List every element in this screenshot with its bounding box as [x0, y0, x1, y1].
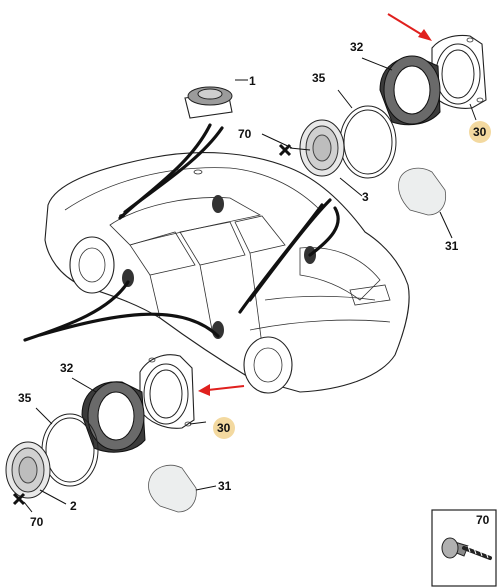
callout-1: 1	[249, 74, 256, 88]
screw-inset-box	[431, 509, 497, 587]
callout-3: 3	[362, 190, 369, 204]
callout-32-bottom: 32	[60, 361, 74, 375]
bracket-part-30-bottom	[139, 354, 195, 429]
ring-part-35-bottom	[41, 413, 99, 487]
highlight-dot-top	[469, 121, 491, 143]
screw-icon	[441, 537, 492, 560]
sheet-part-31-top	[398, 167, 447, 216]
cross-marker-icon	[12, 492, 26, 506]
callout-70-top: 70	[238, 127, 252, 141]
car-body	[44, 152, 410, 394]
lower-speaker-assembly	[5, 354, 217, 513]
red-arrow-top	[387, 13, 432, 41]
cross-marker-icon	[278, 143, 292, 157]
callout-2: 2	[70, 499, 77, 513]
bracket-part-30-top	[431, 34, 487, 109]
callout-35-top: 35	[312, 71, 326, 85]
highlight-dot-bottom	[213, 417, 235, 439]
callout-35-bottom: 35	[18, 391, 32, 405]
spacer-part-32-bottom	[81, 381, 146, 453]
red-arrow-bottom	[198, 384, 245, 396]
spacer-part-32-top	[379, 55, 441, 126]
cable-lines	[23, 123, 340, 342]
callout-30-top: 30	[473, 125, 487, 139]
upper-speaker-assembly	[261, 34, 487, 239]
speaker-part-3	[299, 119, 345, 177]
ring-part-35-top	[339, 105, 397, 179]
callout-30-bottom: 30	[217, 421, 231, 435]
tweeter-part-1	[184, 79, 248, 119]
callout-70-bottom: 70	[30, 515, 44, 529]
callout-70-inset: 70	[476, 513, 490, 527]
callout-31-top: 31	[445, 239, 459, 253]
speaker-part-2	[5, 441, 51, 499]
sheet-part-31-bottom	[148, 464, 197, 513]
callout-31-bottom: 31	[218, 479, 232, 493]
callout-32-top: 32	[350, 40, 364, 54]
